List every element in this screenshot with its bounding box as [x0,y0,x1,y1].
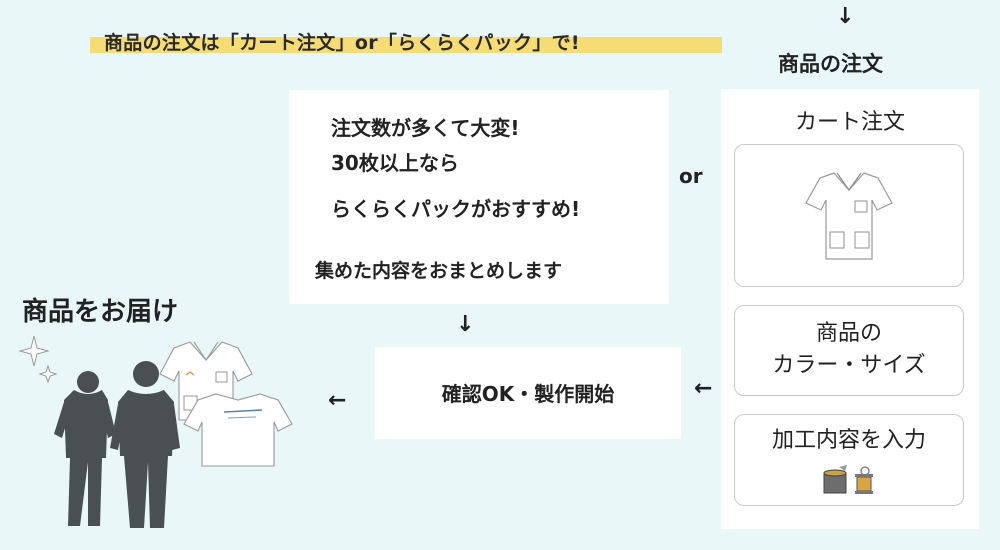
arrow-left-icon: ← [328,388,347,413]
rakuraku-line2: 30枚以上なら [331,151,459,175]
or-label: or [679,164,703,188]
cart-order-title: カート注文 [794,110,905,135]
sparkle-icon [18,335,58,384]
headline-highlight [90,37,722,53]
headline-text: 商品の注文は「カート注文」or「らくらくパック」で! [104,32,580,54]
processing-label: 加工内容を入力 [771,428,926,453]
rakuraku-line3: らくらくパックがおすすめ! [331,197,581,221]
confirm-production-box: 確認OK・製作開始 [375,347,681,439]
order-title: 商品の注文 [778,52,883,76]
processing-icons [823,465,873,494]
rakuraku-line1: 注文数が多くて大変! [331,116,520,140]
paint-bucket-icon [823,465,847,494]
arrow-left-icon: ← [694,376,713,401]
rakuraku-line4: 集めた内容をおまとめします [315,260,563,282]
color-size-box: 商品の カラー・サイズ [734,305,964,396]
scrub-shirt-back-icon [183,393,293,467]
delivery-illustration [18,335,293,528]
arrow-down-icon: ↓ [836,4,855,29]
thread-spool-icon [855,466,873,494]
headline: 商品の注文は「カート注文」or「らくらくパック」で! [90,26,722,56]
delivery-title: 商品をお届け [22,297,179,327]
cart-order-panel: カート注文 商品の カラー・サイズ 加工内容を入力 [721,89,979,529]
arrow-down-icon: ↓ [456,312,475,337]
confirm-production-label: 確認OK・製作開始 [441,382,615,406]
color-size-line1: 商品の [815,321,882,346]
scrub-person-man [110,361,180,528]
rakuraku-pack-box: 注文数が多くて大変! 30枚以上なら らくらくパックがおすすめ! 集めた内容をお… [289,90,669,304]
scrub-shirt-icon [805,172,893,260]
processing-box: 加工内容を入力 [734,414,964,506]
cart-product-box [734,144,964,287]
scrub-person-woman [54,371,116,526]
color-size-line2: カラー・サイズ [772,353,926,378]
